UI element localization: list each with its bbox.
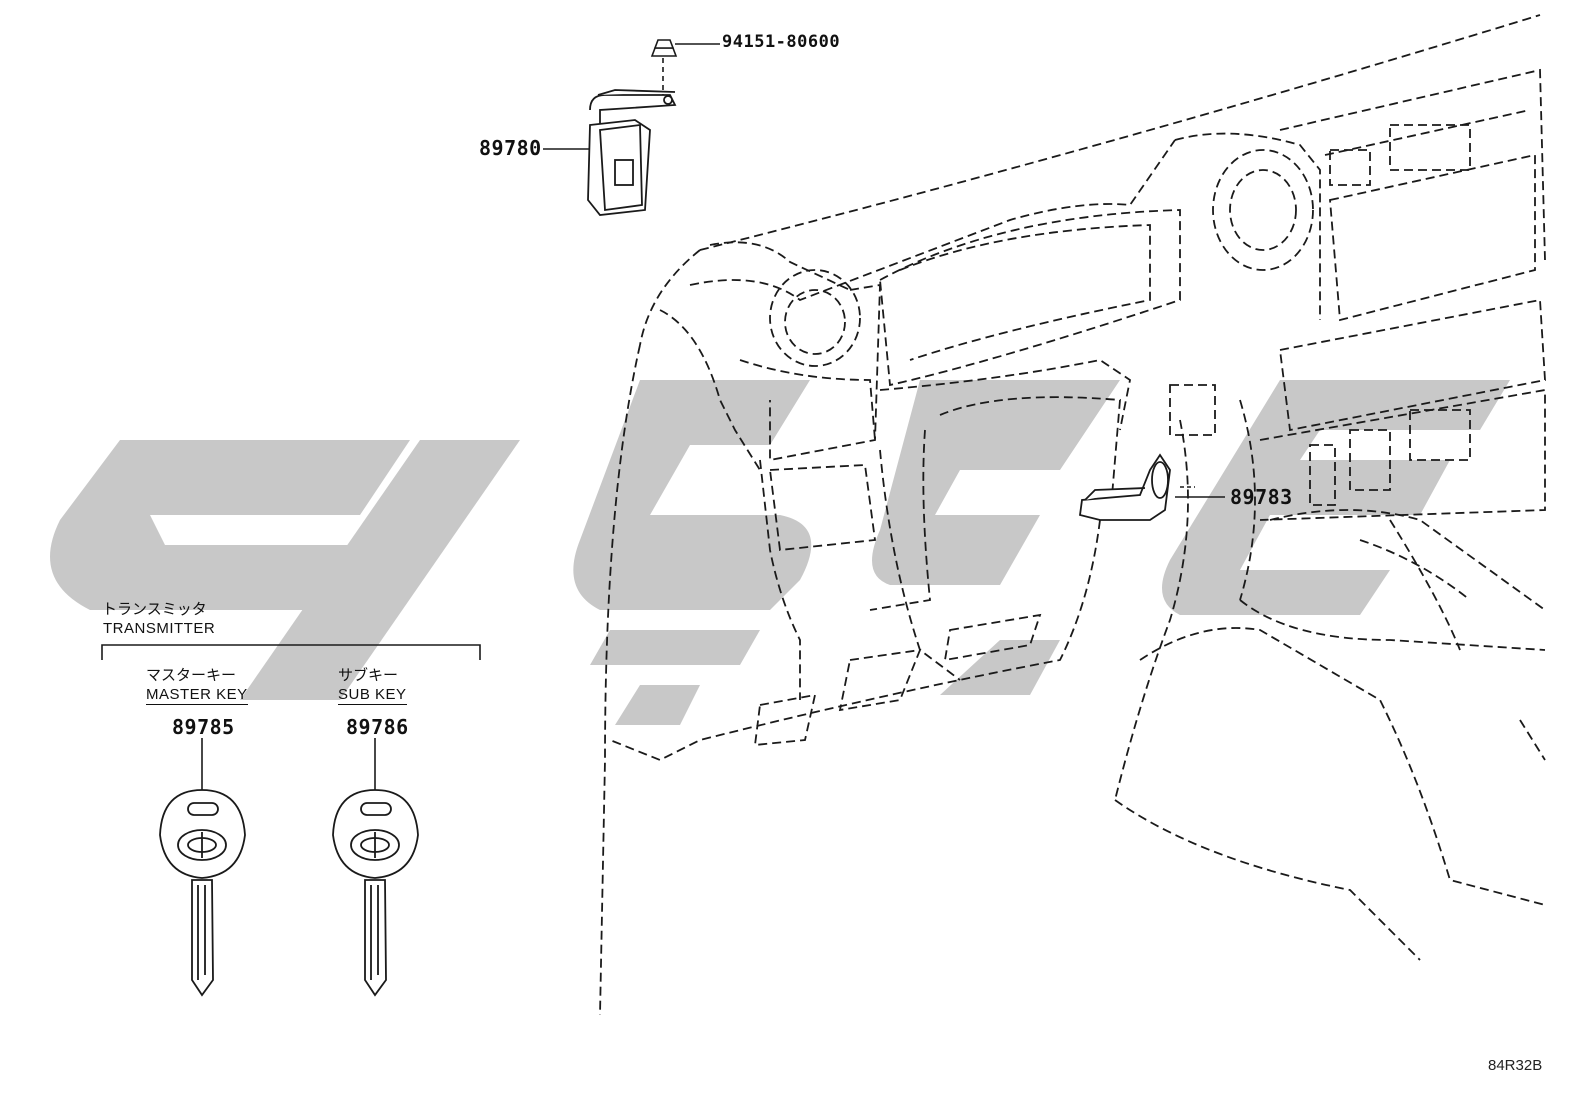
master-key-label-jp: マスターキー	[146, 666, 237, 684]
part-number-master-key[interactable]: 89785	[172, 715, 235, 739]
transmitter-bracket	[101, 644, 481, 660]
sub-key-shape	[332, 789, 419, 997]
diagram-code: 84R32B	[1488, 1057, 1543, 1074]
part-number-receiver[interactable]: 89780	[479, 136, 542, 160]
master-key-label-en: MASTER KEY	[146, 686, 248, 705]
part-number-nut[interactable]: 94151-80600	[722, 32, 841, 52]
transmitter-label-en: TRANSMITTER	[103, 620, 216, 637]
sub-key-label-en: SUB KEY	[338, 686, 407, 705]
nut-94151-shape	[650, 39, 678, 57]
dashboard-outline	[599, 14, 1546, 1016]
leader-lines	[201, 43, 1225, 790]
watermark-logo	[50, 380, 1510, 725]
master-key-shape	[159, 789, 246, 997]
part-number-sub-key[interactable]: 89786	[346, 715, 409, 739]
sub-key-label-jp: サブキー	[338, 666, 399, 684]
sensor-89783-shape	[1079, 453, 1171, 521]
part-number-sensor[interactable]: 89783	[1230, 485, 1293, 509]
receiver-89780-shape	[587, 89, 677, 216]
transmitter-label-jp: トランスミッタ	[102, 600, 207, 618]
